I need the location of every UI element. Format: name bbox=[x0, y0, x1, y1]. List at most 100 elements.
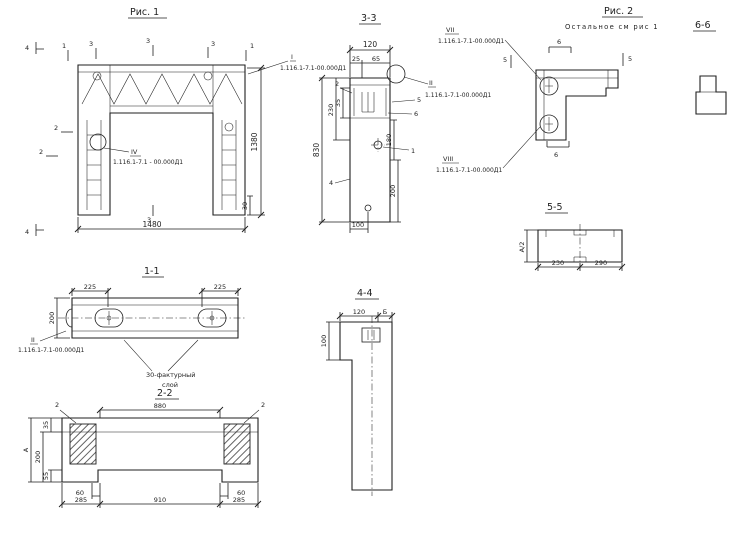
fig1-cut-3-a: 3 bbox=[89, 40, 93, 48]
sec55-outline bbox=[537, 229, 623, 263]
sec33-dim-65: 65 bbox=[372, 55, 380, 63]
sec22-dim-285-left: 285 bbox=[75, 496, 87, 504]
fig2-cut-5-right: 5 bbox=[628, 55, 632, 63]
sec22-dim-55: 55 bbox=[42, 472, 50, 480]
fig2-callout-vii: VII bbox=[446, 26, 454, 34]
section-6-6: 6-6 bbox=[693, 20, 727, 115]
sec11-callout-ii-doc: 1.116.1-7.1-00.000Д1 bbox=[18, 347, 84, 354]
sec33-callout-ii-doc: 1.116.1-7.1-00.000Д1 bbox=[425, 92, 491, 99]
sec22-dim-285-right: 285 bbox=[233, 496, 245, 504]
sec11-note-line1: 30-фактурный bbox=[146, 371, 195, 379]
sec22-dim-200: 200 bbox=[34, 451, 42, 463]
fig2-cut-6-bottom: 6 bbox=[554, 151, 558, 159]
sec33-dim-180: 180 bbox=[385, 134, 393, 146]
sec33-outline bbox=[349, 77, 391, 223]
sec44-dim-100: 100 bbox=[320, 335, 328, 347]
sec33-dim-830: 830 bbox=[312, 143, 321, 158]
fig1-left-leg-ladder bbox=[86, 120, 102, 210]
sec11-note-line2: слой bbox=[162, 381, 178, 389]
fig2-callout-viii-doc: 1.116.1-7.1-00.000Д1 bbox=[436, 167, 502, 174]
fig1-lifting-loop-right bbox=[203, 71, 213, 81]
sec55-title: 5-5 bbox=[547, 202, 563, 213]
sec44-dim-b: Б bbox=[383, 308, 387, 316]
fig2-detail-circle-viii bbox=[539, 114, 559, 134]
sec33-dim-35: 35 bbox=[334, 99, 342, 107]
section-4-4: 4-4 120 Б 100 bbox=[320, 288, 396, 496]
fig1-cut-3-bottom: 3 bbox=[147, 216, 151, 224]
fig1-callout-i-doc: 1.116.1-7.1-00.000Д1 bbox=[280, 65, 346, 72]
fig1-cut-2-b: 2 bbox=[39, 148, 43, 156]
sec66-outline bbox=[695, 75, 727, 115]
fig2-callout-vii-doc: 1.116.1-7.1-00.000Д1 bbox=[438, 38, 504, 45]
sec22-end-block-left bbox=[69, 423, 97, 465]
sec11-outline bbox=[71, 297, 239, 339]
fig1-title: Рис. 1 bbox=[130, 7, 159, 18]
fig1-outline bbox=[77, 64, 246, 216]
sec33-dim-230: 230 bbox=[327, 104, 335, 116]
sec11-slot-right bbox=[197, 308, 227, 328]
fig2-cut-5-left: 5 bbox=[503, 56, 507, 64]
sec11-dim-200: 200 bbox=[48, 312, 56, 324]
sec55-dim-290: 290 bbox=[595, 259, 607, 267]
fig1-dim-1480: 1480 bbox=[142, 220, 161, 229]
figure-1: Рис. 1 4 1 3 3 3 1 2 2 3 4 1480 bbox=[25, 7, 346, 236]
fig1-cut-4-top: 4 bbox=[25, 44, 29, 52]
figure-2: Рис. 2 Остальное см рис 1 6 6 5 5 VII 1.… bbox=[436, 6, 658, 174]
sec11-callout-ii: II bbox=[31, 336, 35, 344]
sec33-detail-circle-ii bbox=[386, 64, 406, 84]
sec33-title: 3-3 bbox=[361, 13, 377, 24]
sec33-ref-4: 4 bbox=[329, 179, 333, 187]
fig1-cut-1-left: 1 bbox=[62, 42, 66, 50]
sec44-dim-120: 120 bbox=[353, 308, 365, 316]
fig1-callout-iv: IV bbox=[131, 148, 138, 156]
sec11-dim-225-left: 225 bbox=[84, 283, 96, 291]
sec44-anchor-detail bbox=[361, 327, 381, 343]
sec33-dim-25: 25 bbox=[352, 55, 360, 63]
fig1-cut-1-right: 1 bbox=[250, 42, 254, 50]
sec33-dim-200: 200 bbox=[389, 185, 397, 197]
sec44-outline bbox=[339, 321, 393, 491]
sec22-outline bbox=[61, 417, 259, 483]
sec22-ref-2-right: 2 bbox=[261, 401, 265, 409]
sec33-callout-ii: II bbox=[429, 79, 433, 87]
fig1-cut-4-bottom: 4 bbox=[25, 228, 29, 236]
sec33-ref-5: 5 bbox=[417, 96, 421, 104]
fig1-callout-iv-doc: 1.116.1-7.1 - 00.000Д1 bbox=[113, 159, 183, 166]
sec22-dim-35: 35 bbox=[42, 421, 50, 429]
fig1-right-leg-ladder bbox=[221, 120, 237, 210]
sec11-title: 1-1 bbox=[144, 266, 160, 277]
sec33-dim-100: 100 bbox=[352, 221, 364, 229]
section-3-3: 3-3 120 25 65 2 35 230 830 180 200 100 5… bbox=[312, 13, 491, 233]
fig1-lifting-loop-left bbox=[92, 71, 102, 81]
section-5-5: 5-5 А/2 230 290 bbox=[518, 202, 626, 271]
sec22-title: 2-2 bbox=[157, 388, 173, 399]
sec11-slot-left bbox=[94, 308, 124, 328]
sec55-dim-230: 230 bbox=[552, 259, 564, 267]
section-2-2: 2-2 880 2 2 35 200 А 55 60 60 285 910 28… bbox=[22, 388, 265, 508]
sec22-dim-a: А bbox=[22, 447, 30, 452]
sec33-dim-120: 120 bbox=[363, 40, 378, 49]
sec22-end-block-right bbox=[223, 423, 251, 465]
sec66-title: 6-6 bbox=[695, 20, 711, 31]
sec44-title: 4-4 bbox=[357, 288, 373, 299]
fig1-dim-1380: 1380 bbox=[250, 132, 259, 151]
sec22-dim-880: 880 bbox=[154, 402, 166, 410]
fig2-callout-viii: VIII bbox=[443, 155, 453, 163]
sec33-ref-6: 6 bbox=[414, 110, 418, 118]
fig1-dim-30: 30 bbox=[241, 202, 249, 210]
sec33-hole-lower bbox=[364, 204, 372, 212]
fig2-title: Рис. 2 bbox=[604, 6, 633, 17]
fig1-detail-circle-iv bbox=[89, 133, 107, 151]
sec11-dim-225-right: 225 bbox=[214, 283, 226, 291]
sec22-dim-910: 910 bbox=[154, 496, 166, 504]
sec33-ref-1: 1 bbox=[411, 147, 415, 155]
sec55-dim-a2: А/2 bbox=[518, 242, 526, 253]
section-1-1: 1-1 225 225 200 II 1.116.1-7.1-00.000Д1 … bbox=[18, 266, 246, 389]
fig1-callout-i: I bbox=[291, 53, 293, 61]
sec22-dim-60-right: 60 bbox=[237, 489, 245, 497]
sec33-ref-2: 2 bbox=[335, 80, 339, 88]
sec22-ref-2-left: 2 bbox=[55, 401, 59, 409]
sec22-dim-60-left: 60 bbox=[76, 489, 84, 497]
